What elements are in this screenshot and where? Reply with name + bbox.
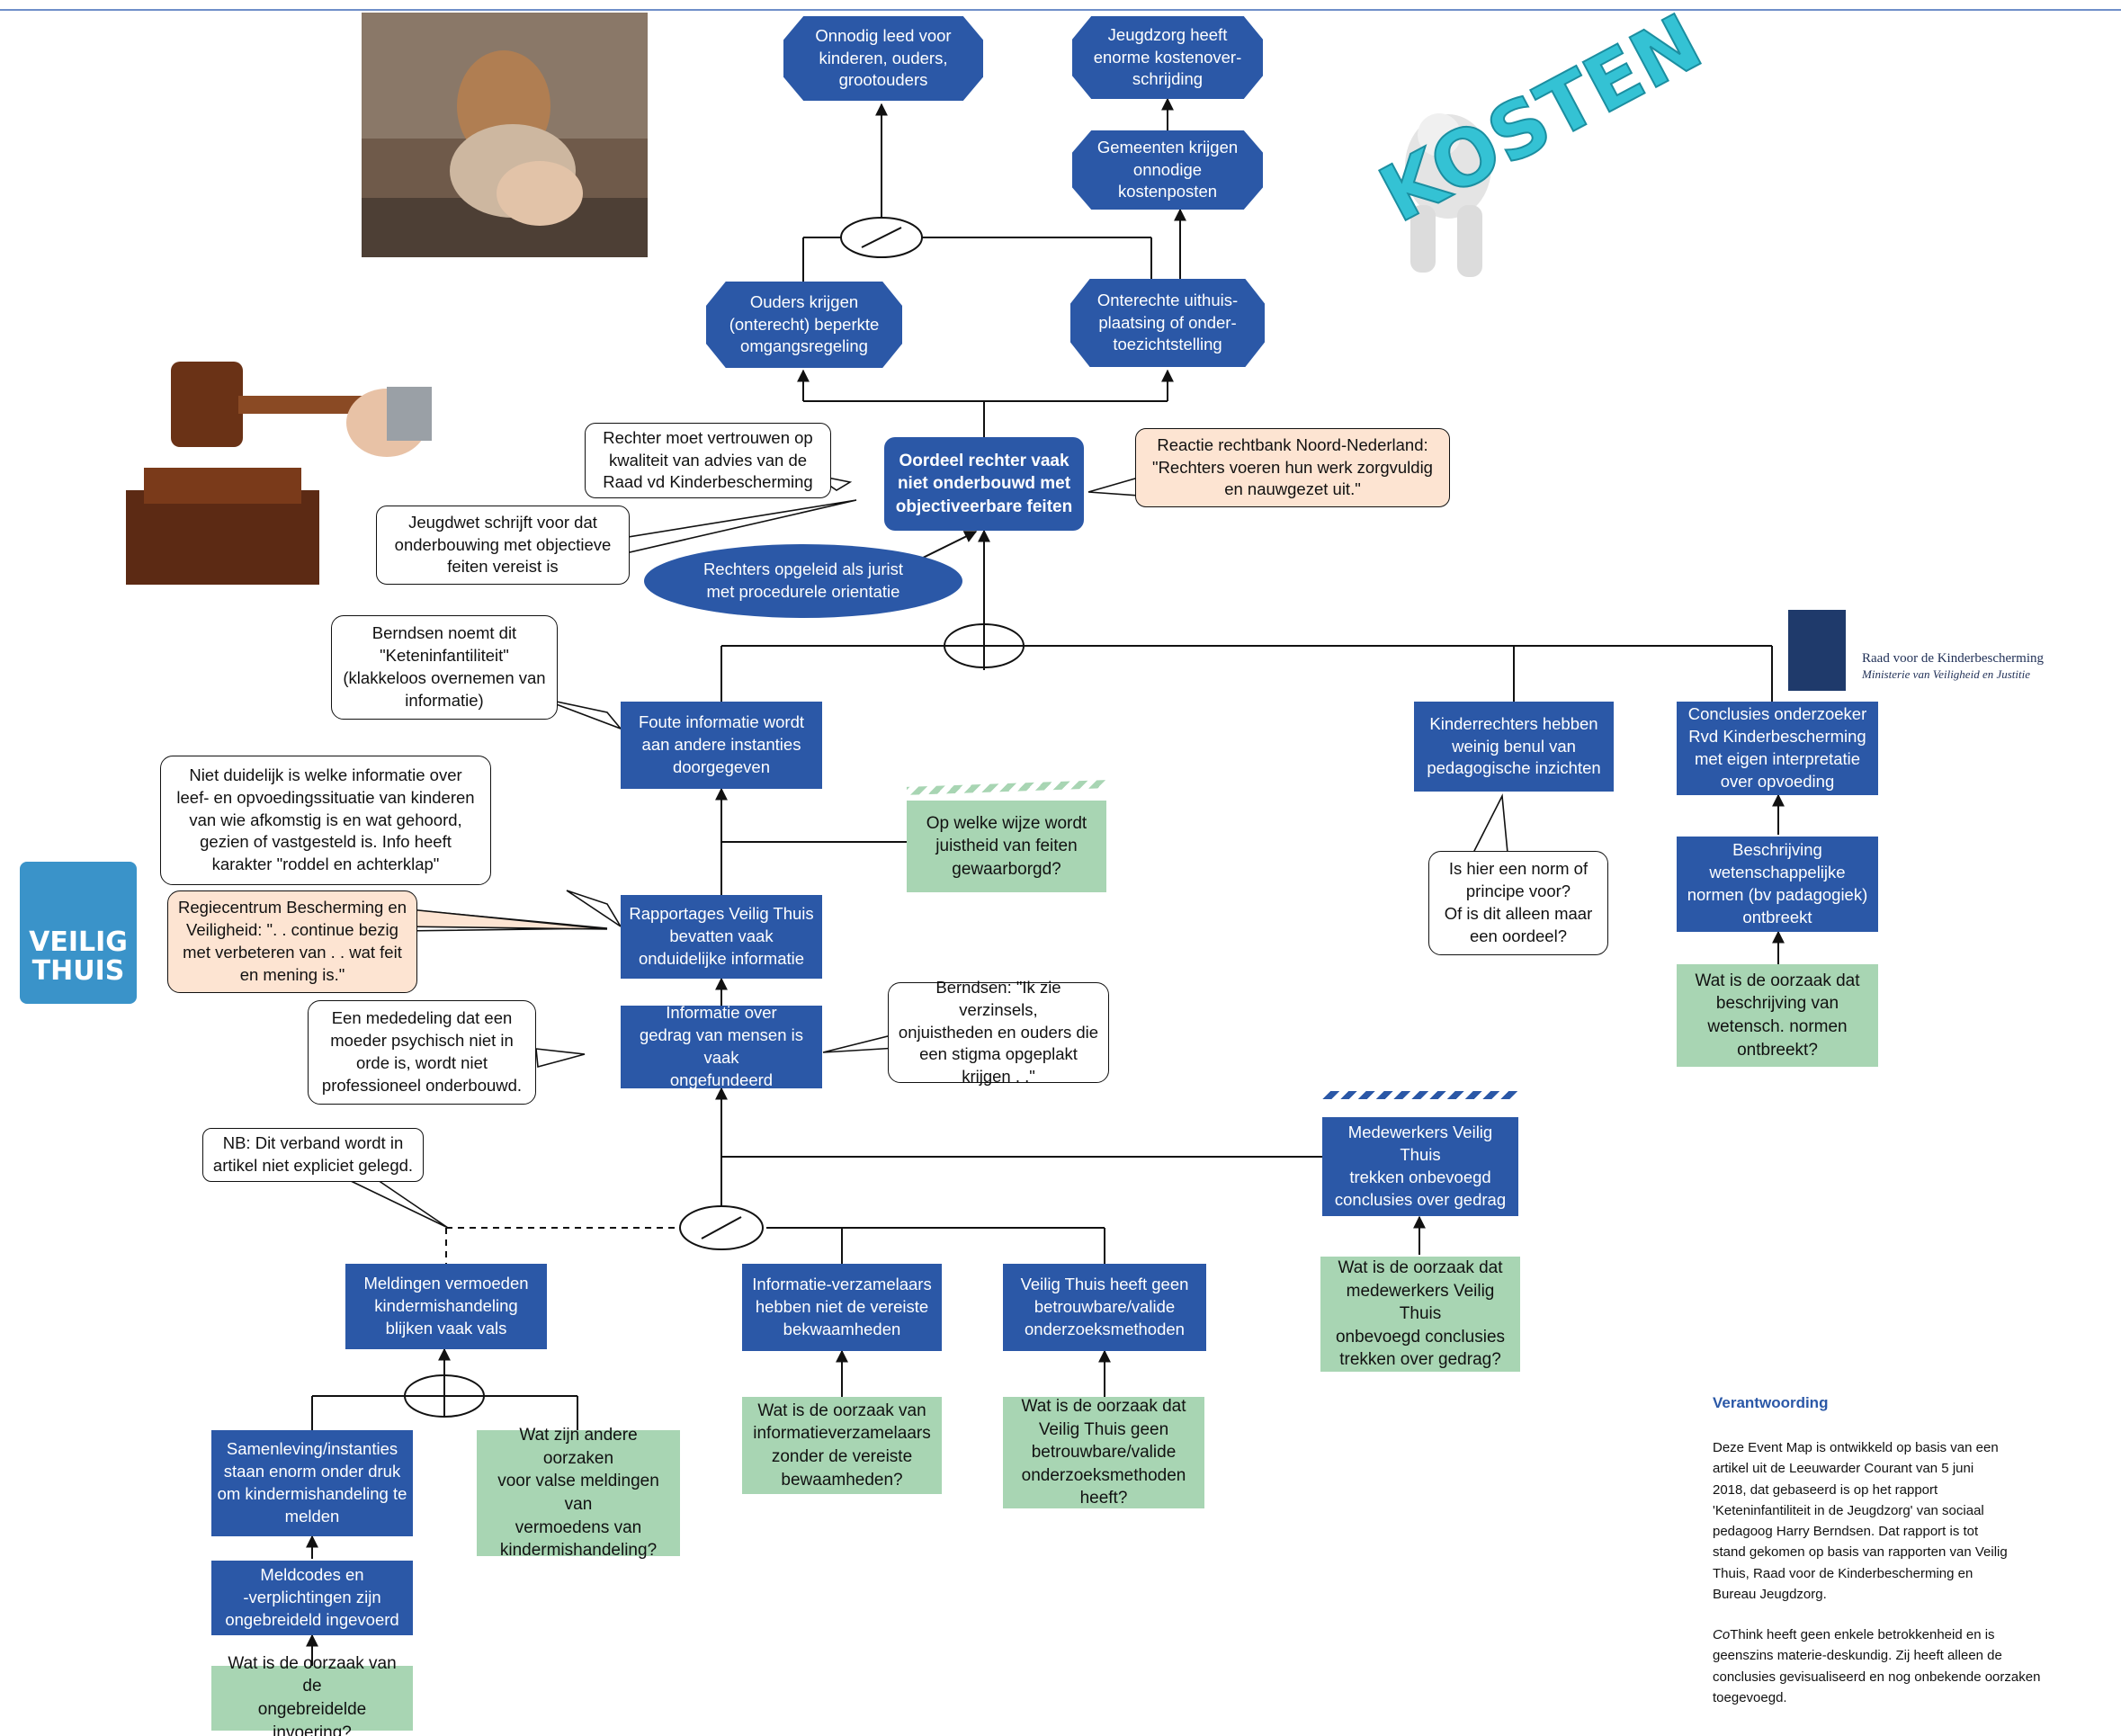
- raad-name-text: Raad voor de Kinderbescherming: [1862, 651, 2045, 666]
- node-conclusies-rvd[interactable]: Conclusies onderzoeker Rvd Kinderbescher…: [1677, 702, 1878, 795]
- callout-jeugdwet: Jeugdwet schrijft voor dat onderbouwing …: [376, 506, 630, 585]
- node-medewerkers[interactable]: Medewerkers Veilig Thuis trekken onbevoe…: [1322, 1117, 1518, 1216]
- callout-reactie-rechtbank: Reactie rechtbank Noord-Nederland: "Rech…: [1135, 428, 1450, 507]
- verantwoording-paragraph-2-text: Think heeft geen enkele betrokkenheid en…: [1713, 1627, 2041, 1705]
- node-foute-informatie[interactable]: Foute informatie wordt aan andere instan…: [621, 702, 822, 789]
- question-oorzaak-invoering[interactable]: Wat is de oorzaak van de ongebreidelde i…: [211, 1654, 413, 1736]
- callout-regiecentrum: Regiecentrum Bescherming en Veiligheid: …: [167, 890, 417, 993]
- question-oorzaak-verzamelaars[interactable]: Wat is de oorzaak van informatieverzamel…: [742, 1397, 942, 1494]
- raad-kinderbescherming-logo: [1788, 610, 1846, 691]
- node-onnodig-leed[interactable]: Onnodig leed voor kinderen, ouders, groo…: [783, 16, 983, 101]
- kosten-text: KOSTEN: [1366, 0, 1716, 240]
- window-top-border: [0, 0, 2121, 11]
- node-informatie-gedrag[interactable]: Informatie over gedrag van mensen is vaa…: [621, 1003, 822, 1089]
- node-gemeenten-kostenposten[interactable]: Gemeenten krijgen onnodige kostenposten: [1072, 130, 1263, 210]
- node-rapportages[interactable]: Rapportages Veilig Thuis bevatten vaak o…: [621, 895, 822, 979]
- question-justheid[interactable]: Op welke wijze wordt juistheid van feite…: [907, 801, 1106, 892]
- node-meldingen[interactable]: Meldingen vermoeden kindermishandeling b…: [345, 1264, 547, 1349]
- node-beschrijving-normen[interactable]: Beschrijving wetenschappelijke normen (b…: [1677, 837, 1878, 932]
- photo-girl-image: [362, 13, 648, 257]
- node-verzamelaars[interactable]: Informatie-verzamelaars hebben niet de v…: [742, 1264, 942, 1351]
- and-node-bottom: [679, 1205, 764, 1250]
- veilig-thuis-logo: [20, 862, 137, 1004]
- question-oorzaak-normen[interactable]: Wat is de oorzaak dat beschrijving van w…: [1677, 964, 1878, 1067]
- callout-mededeling: Een mededeling dat een moeder psychisch …: [308, 1000, 536, 1105]
- medewerkers-stripe: [1322, 1091, 1518, 1099]
- callout-norm-principe: Is hier een norm of principe voor? Of is…: [1428, 851, 1608, 955]
- callout-nb-verband: NB: Dit verband wordt in artikel niet ex…: [202, 1128, 424, 1182]
- node-samenleving[interactable]: Samenleving/instanties staan enorm onder…: [211, 1430, 413, 1536]
- question-oorzaak-methoden[interactable]: Wat is de oorzaak dat Veilig Thuis geen …: [1003, 1397, 1204, 1508]
- node-uithuisplaatsing[interactable]: Onterechte uithuis- plaatsing of onder- …: [1070, 279, 1265, 367]
- callout-berndsen-verzinsels: Berndsen: "Ik zie verzinsels, onjuisthed…: [888, 978, 1109, 1086]
- or-node-middle: [944, 623, 1025, 668]
- callout-vertrouwen: Rechter moet vertrouwen op kwaliteit van…: [585, 423, 831, 498]
- kosten-image: KOSTEN: [1365, 0, 1716, 277]
- callout-niet-duidelijk: Niet duidelijk is welke informatie over …: [160, 756, 491, 885]
- cothink-prefix: Co: [1713, 1627, 1731, 1642]
- node-omgangsregeling[interactable]: Ouders krijgen (onterecht) beperkte omga…: [706, 282, 902, 368]
- verantwoording-paragraph-1: Deze Event Map is ontwikkeld op basis va…: [1713, 1440, 2008, 1602]
- question-andere-oorzaken[interactable]: Wat zijn andere oorzaken voor valse meld…: [477, 1426, 680, 1560]
- verantwoording-title: Verantwoording: [1713, 1394, 1829, 1411]
- and-node-top: [840, 217, 923, 258]
- node-kinderrechters[interactable]: Kinderrechters hebben weinig benul van p…: [1414, 702, 1614, 792]
- question-oorzaak-medewerkers[interactable]: Wat is de oorzaak dat medewerkers Veilig…: [1320, 1257, 1520, 1372]
- raad-ministerie-text: Ministerie van Veiligheid en Justitie: [1862, 667, 2031, 681]
- node-methoden[interactable]: Veilig Thuis heeft geen betrouwbare/vali…: [1003, 1264, 1206, 1351]
- veilig-thuis-logo-text: VEILIG THUIS: [29, 926, 128, 987]
- node-rechters-jurist[interactable]: Rechters opgeleid als jurist met procedu…: [644, 544, 962, 618]
- callout-keteninfantiliteit: Berndsen noemt dit "Keteninfantiliteit" …: [331, 615, 558, 720]
- verantwoording-paragraph-2: CoThink heeft geen enkele betrokkenheid …: [1713, 1624, 2054, 1708]
- or-node-meldingen: [404, 1374, 485, 1418]
- gavel-image: [126, 362, 432, 585]
- node-meldcodes[interactable]: Meldcodes en -verplichtingen zijn ongebr…: [211, 1561, 413, 1635]
- node-kostenoverschrijding[interactable]: Jeugdzorg heeft enorme kostenover- schri…: [1072, 16, 1263, 99]
- node-oordeel-rechter[interactable]: Oordeel rechter vaak niet onderbouwd met…: [884, 437, 1084, 531]
